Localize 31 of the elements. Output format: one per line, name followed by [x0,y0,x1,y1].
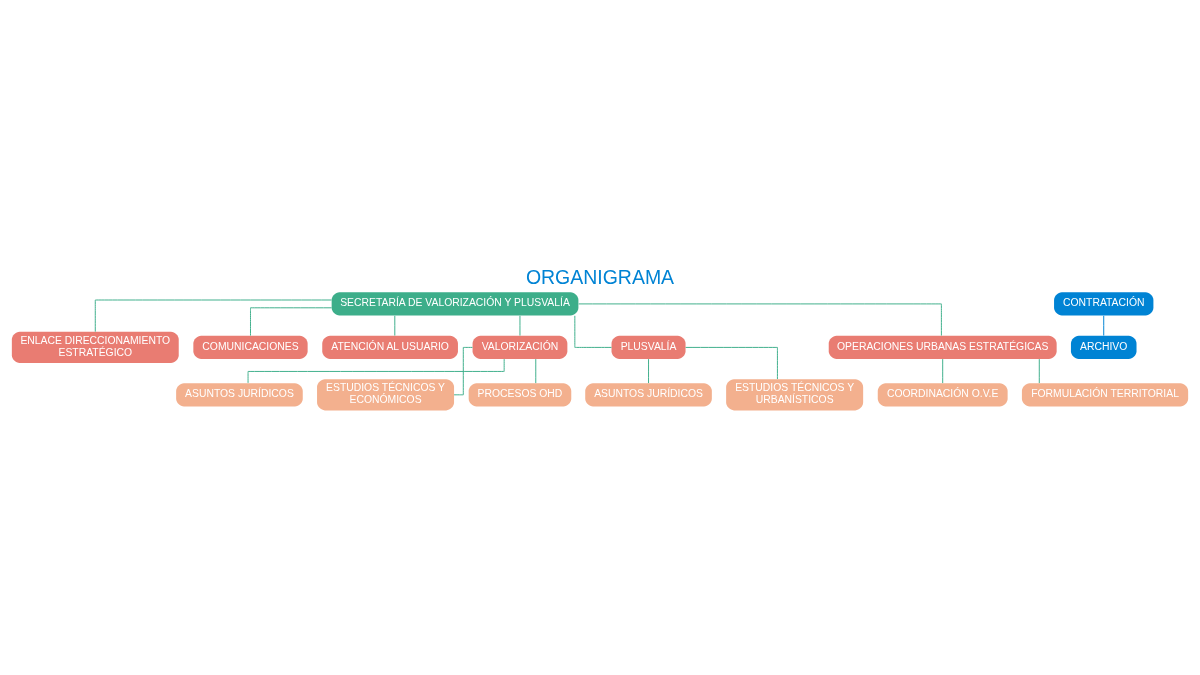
node-box: FORMULACIÓN TERRITORIAL [1021,382,1189,406]
connector [685,346,778,379]
node-box: COORDINACIÓN O.V.E [877,382,1008,406]
node-box: CONTRATACIÓN [1054,291,1154,316]
connector [574,314,612,348]
connector [94,299,332,332]
connector [519,314,521,336]
connector [453,346,473,395]
node-box: ATENCIÓN AL USUARIO [322,335,458,359]
connector [1038,358,1040,384]
connector [250,306,333,336]
node-box: COMUNICACIONES [193,335,308,359]
node-box: PLUSVALÍA [611,335,686,359]
node-box: ARCHIVO [1070,335,1137,359]
connector [247,358,505,383]
node-box: VALORIZACIÓN [472,335,568,359]
node-box: ASUNTOS JURÍDICOS [176,382,303,406]
node-box: OPERACIONES URBANAS ESTRATÉGICAS [828,335,1057,359]
node-box: PROCESOS OHD [468,382,572,406]
node-box: ESTUDIOS TÉCNICOS Y ECONÓMICOS [317,378,455,410]
node-box: ASUNTOS JURÍDICOS [585,382,712,406]
diagram-title: ORGANIGRAMA [525,265,675,288]
connector [578,302,942,336]
connector [942,358,944,384]
connector [535,358,537,384]
connector [648,358,650,384]
node-box: ENLACE DIRECCIONAMIENTO ESTRATÉGICO [11,331,179,363]
node-box: ESTUDIOS TÉCNICOS Y URBANÍSTICOS [726,378,864,410]
connector [394,314,396,336]
connector [1103,314,1105,336]
node-box: SECRETARÍA DE VALORIZACIÓN Y PLUSVALÍA [331,291,579,316]
